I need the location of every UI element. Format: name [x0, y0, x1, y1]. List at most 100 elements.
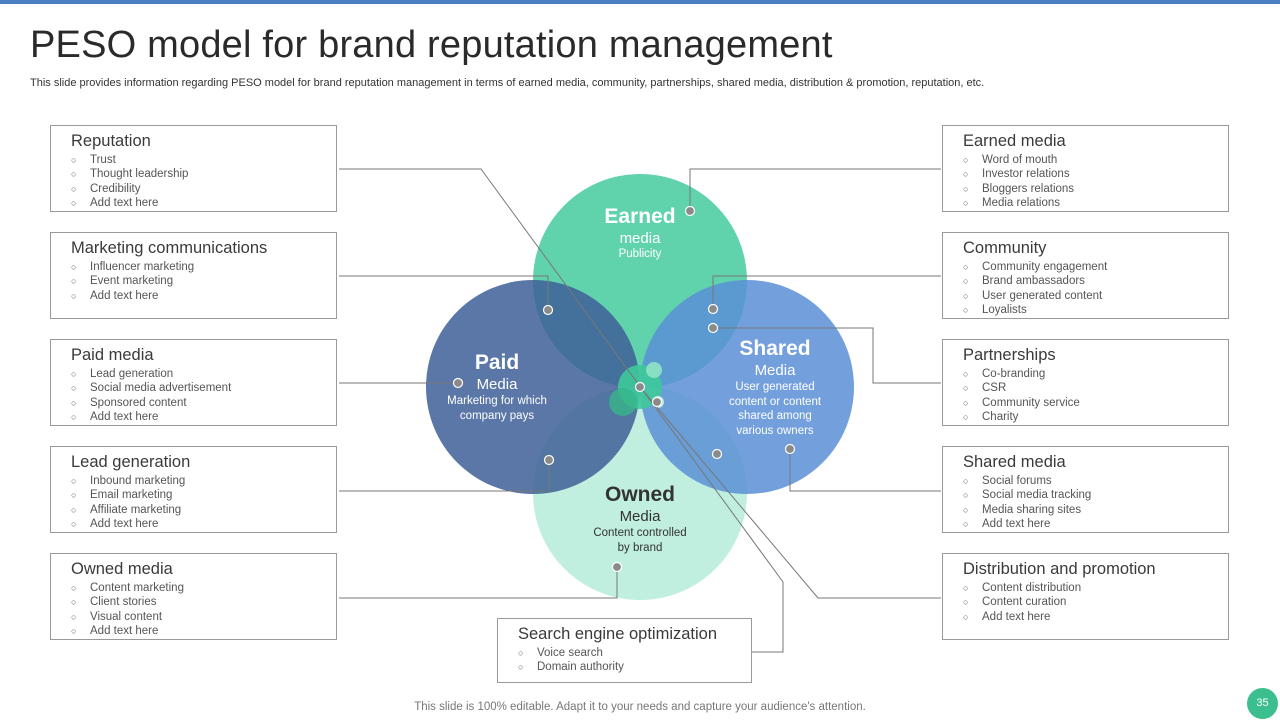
bullet-icon: ○	[71, 397, 77, 408]
bullet-icon: ○	[518, 648, 524, 658]
circle-shared	[640, 280, 854, 494]
list-item: ○Content curation	[963, 596, 1067, 609]
bullet-icon: ○	[71, 369, 77, 379]
list-item: ○Inbound marketing	[71, 475, 186, 487]
page-subtitle: This slide provides information regardin…	[30, 77, 985, 89]
box-list: ○Co-branding ○CSR ○Community service ○Ch…	[963, 367, 1080, 424]
bullet-icon: ○	[71, 411, 77, 422]
bullet-icon: ○	[963, 369, 969, 379]
list-item: ○Trust	[71, 154, 116, 166]
box-heading: Community	[963, 239, 1047, 257]
list-item: ○Add text here	[71, 410, 159, 423]
list-item: ○Community service	[963, 396, 1080, 409]
list-item: ○Social forums	[963, 475, 1052, 487]
connector-dots	[452, 205, 796, 573]
bullet-icon: ○	[963, 518, 969, 529]
list-item: ○Community engagement	[963, 261, 1108, 273]
box-earned-media: Earned media ○Word of mouth ○Investor re…	[942, 125, 1229, 212]
bullet-icon: ○	[71, 383, 77, 394]
top-accent-bar	[0, 0, 1280, 4]
list-item: ○Brand ambassadors	[963, 275, 1085, 288]
connector-lines	[339, 168, 941, 653]
box-partnerships: Partnerships ○Co-branding ○CSR ○Communit…	[942, 339, 1229, 426]
bullet-icon: ○	[963, 262, 969, 272]
shared-label: Shared Media User generated content or c…	[728, 337, 822, 437]
box-list: ○Social forums ○Social media tracking ○M…	[963, 474, 1091, 531]
circle-paid	[426, 280, 640, 494]
bullet-icon: ○	[71, 290, 77, 301]
list-item: ○Media sharing sites	[963, 503, 1082, 516]
list-item: ○Credibility	[71, 182, 141, 195]
earned-label: Earned media Publicity	[604, 205, 676, 260]
box-list: ○Trust ○Thought leadership ○Credibility …	[71, 153, 188, 210]
box-marketing-communications: Marketing communications ○Influencer mar…	[50, 232, 337, 319]
list-item: ○User generated content	[963, 289, 1103, 302]
list-item: ○Visual content	[71, 610, 163, 623]
box-reputation: Reputation ○Trust ○Thought leadership ○C…	[50, 125, 337, 212]
bullet-icon: ○	[71, 597, 77, 608]
bullet-icon: ○	[963, 411, 969, 422]
page-number-badge: 35	[1247, 688, 1278, 719]
box-list: ○Voice search ○Domain authority	[518, 646, 624, 675]
list-item: ○CSR	[963, 382, 1007, 395]
box-shared-media: Shared media ○Social forums ○Social medi…	[942, 446, 1229, 533]
list-item: ○Influencer marketing	[71, 261, 195, 273]
list-item: ○Affiliate marketing	[71, 503, 182, 516]
list-item: ○Add text here	[71, 517, 159, 530]
list-item: ○Thought leadership	[71, 168, 189, 181]
bullet-icon: ○	[963, 476, 969, 486]
box-heading: Marketing communications	[71, 239, 268, 257]
bullet-icon: ○	[963, 276, 969, 287]
box-heading: Partnerships	[963, 346, 1056, 364]
bullet-icon: ○	[963, 611, 969, 622]
bullet-icon: ○	[963, 155, 969, 165]
bullet-icon: ○	[71, 504, 77, 515]
box-distribution-promotion: Distribution and promotion ○Content dist…	[942, 553, 1229, 640]
bullet-icon: ○	[518, 662, 524, 673]
list-item: ○Add text here	[71, 196, 159, 209]
box-list: ○Lead generation ○Social media advertise…	[71, 367, 231, 424]
bullet-icon: ○	[71, 625, 77, 636]
page-title: PESO model for brand reputation manageme…	[30, 24, 833, 66]
paid-label: Paid Media Marketing for which company p…	[447, 351, 547, 422]
list-item: ○Add text here	[71, 624, 159, 637]
bullet-icon: ○	[71, 169, 77, 180]
box-heading: Distribution and promotion	[963, 560, 1156, 578]
list-item: ○Co-branding	[963, 368, 1046, 380]
footer-note: This slide is 100% editable. Adapt it to…	[414, 701, 866, 713]
list-item: ○Charity	[963, 410, 1019, 423]
box-list: ○Content distribution ○Content curation …	[963, 581, 1081, 624]
box-community: Community ○Community engagement ○Brand a…	[942, 232, 1229, 319]
center-dot-top	[646, 362, 662, 378]
bullet-icon: ○	[963, 504, 969, 515]
bullet-icon: ○	[963, 583, 969, 593]
list-item: ○Content marketing	[71, 582, 184, 594]
list-item: ○Email marketing	[71, 489, 173, 502]
bullet-icon: ○	[71, 276, 77, 287]
bullet-icon: ○	[963, 197, 969, 208]
list-item: ○Sponsored content	[71, 396, 187, 409]
box-heading: Lead generation	[71, 453, 191, 471]
list-item: ○Voice search	[518, 647, 603, 659]
bullet-icon: ○	[963, 397, 969, 408]
box-list: ○Content marketing ○Client stories ○Visu…	[71, 581, 184, 638]
list-item: ○Social media tracking	[963, 489, 1092, 502]
bullet-icon: ○	[963, 290, 969, 301]
list-item: ○Lead generation	[71, 368, 174, 380]
bullet-icon: ○	[963, 383, 969, 394]
box-list: ○Word of mouth ○Investor relations ○Blog…	[963, 153, 1074, 210]
bullet-icon: ○	[71, 611, 77, 622]
box-search-engine-optimization: Search engine optimization ○Voice search…	[497, 618, 752, 683]
list-item: ○Media relations	[963, 196, 1060, 209]
bullet-icon: ○	[963, 169, 969, 180]
box-list: ○Community engagement ○Brand ambassadors…	[963, 260, 1107, 317]
bullet-icon: ○	[71, 262, 77, 272]
bullet-icon: ○	[963, 304, 969, 315]
bullet-icon: ○	[963, 490, 969, 501]
box-list: ○Inbound marketing ○Email marketing ○Aff…	[71, 474, 185, 531]
list-item: ○Loyalists	[963, 303, 1027, 316]
bullet-icon: ○	[963, 597, 969, 608]
list-item: ○Client stories	[71, 596, 157, 609]
list-item: ○Domain authority	[518, 661, 624, 674]
